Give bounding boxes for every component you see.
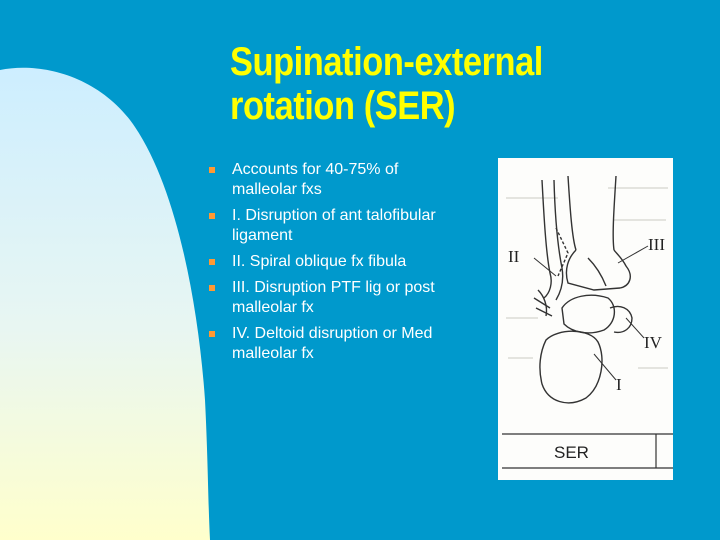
label-stage-4: IV (644, 333, 663, 352)
bullet-text: IV. Deltoid disruption or Med malleolar … (232, 325, 433, 362)
bullet-item: IV. Deltoid disruption or Med malleolar … (206, 324, 456, 364)
label-stage-3: III (648, 235, 665, 254)
bullet-marker (209, 331, 215, 337)
bullet-marker (209, 213, 215, 219)
bullet-item: I. Disruption of ant talofibular ligamen… (206, 206, 456, 246)
bullet-marker (209, 259, 215, 265)
bullet-list: Accounts for 40-75% of malleolar fxs I. … (206, 160, 456, 370)
slide-title: Supination-external rotation (SER) (230, 40, 543, 128)
ankle-diagram-drawing: II III IV I SER (502, 175, 673, 469)
bullet-text: I. Disruption of ant talofibular ligamen… (232, 207, 436, 244)
bullet-item: Accounts for 40-75% of malleolar fxs (206, 160, 456, 200)
bullet-item: II. Spiral oblique fx fibula (206, 252, 456, 272)
bullet-item: III. Disruption PTF lig or post malleola… (206, 278, 456, 318)
label-stage-1: I (616, 375, 622, 394)
bullet-text: III. Disruption PTF lig or post malleola… (232, 279, 435, 316)
bullet-marker (209, 167, 215, 173)
figure-caption: SER (554, 443, 589, 462)
label-stage-2: II (508, 247, 520, 266)
bullet-text: Accounts for 40-75% of malleolar fxs (232, 161, 399, 198)
bullet-marker (209, 285, 215, 291)
ankle-fracture-figure: II III IV I SER (498, 158, 673, 480)
bullet-text: II. Spiral oblique fx fibula (232, 253, 407, 270)
